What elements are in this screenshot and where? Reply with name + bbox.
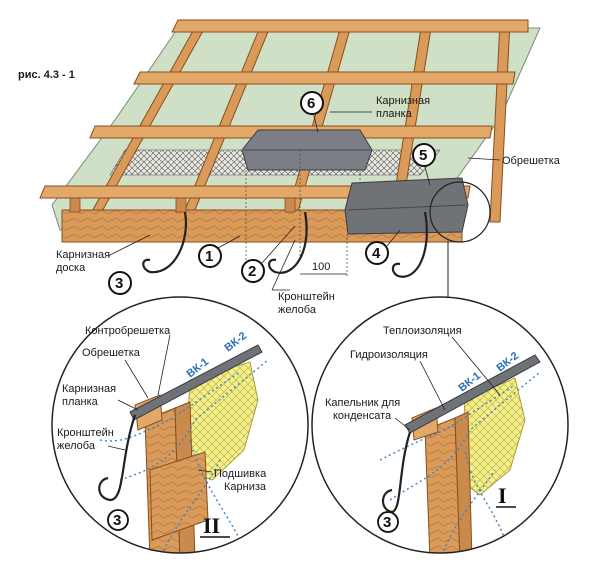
dimension-label: 100 — [312, 261, 330, 273]
label-waterproofing: Гидроизоляция — [350, 349, 428, 361]
guide-lines — [245, 150, 361, 278]
svg-text:1: 1 — [205, 248, 213, 265]
callout-5 — [412, 143, 436, 167]
svg-text:3: 3 — [115, 275, 123, 292]
inset-I: ВК-1 ВК-2 Теплоизоляция Гидроизоляция Ка… — [311, 296, 569, 554]
callout-3 — [108, 271, 132, 295]
svg-text:3: 3 — [113, 512, 121, 529]
label-lathing-top: Обрешетка — [502, 155, 561, 167]
svg-text:4: 4 — [372, 245, 381, 262]
roof-assembly: 100 — [39, 19, 541, 301]
batten-blocks — [69, 197, 296, 213]
callout-3-I — [377, 511, 399, 533]
svg-text:6: 6 — [307, 95, 315, 112]
soffit — [149, 451, 209, 541]
callout-6 — [300, 91, 324, 115]
roman-II: II — [203, 513, 220, 538]
inset-I-circle — [311, 296, 569, 554]
airflow-lines — [99, 359, 269, 553]
svg-text:5: 5 — [419, 147, 427, 164]
label-lathing-II: Обрешетка — [82, 347, 141, 359]
svg-text:3: 3 — [383, 514, 391, 531]
airflow-lines-I — [379, 371, 541, 553]
callout-1 — [198, 244, 222, 268]
gutter-brackets — [142, 211, 428, 278]
callout-4 — [365, 241, 389, 265]
leaders-I — [394, 336, 501, 431]
metal-roofing-I — [404, 354, 541, 434]
callouts-top: 6 5 1 2 3 4 — [108, 91, 436, 295]
inset-II-circle — [51, 296, 309, 554]
detail-circle-I — [429, 181, 491, 243]
rafter-section-I — [424, 417, 461, 553]
roman-I: I — [498, 483, 507, 508]
bracket-hook — [98, 414, 137, 502]
callout-3-II — [107, 509, 129, 531]
leaders-II — [107, 334, 213, 473]
metal-roofing — [129, 344, 263, 421]
label-counter-lathing: Контробрешетка — [85, 325, 171, 337]
figure-label: рис. 4.3 - 1 — [18, 69, 75, 81]
label-insulation: Теплоизоляция — [383, 325, 462, 337]
svg-text:2: 2 — [248, 263, 256, 280]
callout-2 — [241, 259, 265, 283]
inset-II: ВК-1 ВК-2 Контробрешетка Обрешетка Карни… — [51, 296, 309, 554]
leader-lines — [107, 111, 501, 291]
